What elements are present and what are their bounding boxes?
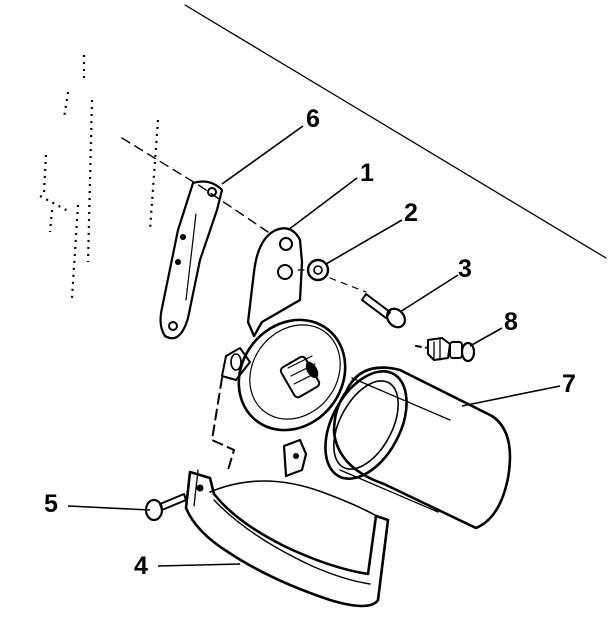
callout-6: 6 [306,105,320,133]
part-6-mounting-plate [159,180,224,340]
callout-8: 8 [504,308,518,336]
alignment-line-6 [121,137,269,233]
part-7-oil-filter [324,366,512,530]
part-1-filter-adapter [211,227,347,471]
part-3-bolt [361,293,406,329]
part-8-pressure-fitting [415,337,476,363]
callout-3: 3 [458,255,472,283]
callout-7: 7 [562,370,576,398]
alignment-line-2 [297,269,367,293]
leader-lines [67,125,561,567]
part-2-washer [306,258,330,282]
engine-block-outline [39,55,160,299]
callout-5: 5 [44,490,58,518]
callout-4: 4 [134,552,148,580]
callout-2: 2 [404,199,418,227]
part-4-filter-shield [184,438,390,608]
engine-edge-line [184,4,607,259]
part-5-screw [144,493,187,522]
callout-1: 1 [360,159,374,187]
